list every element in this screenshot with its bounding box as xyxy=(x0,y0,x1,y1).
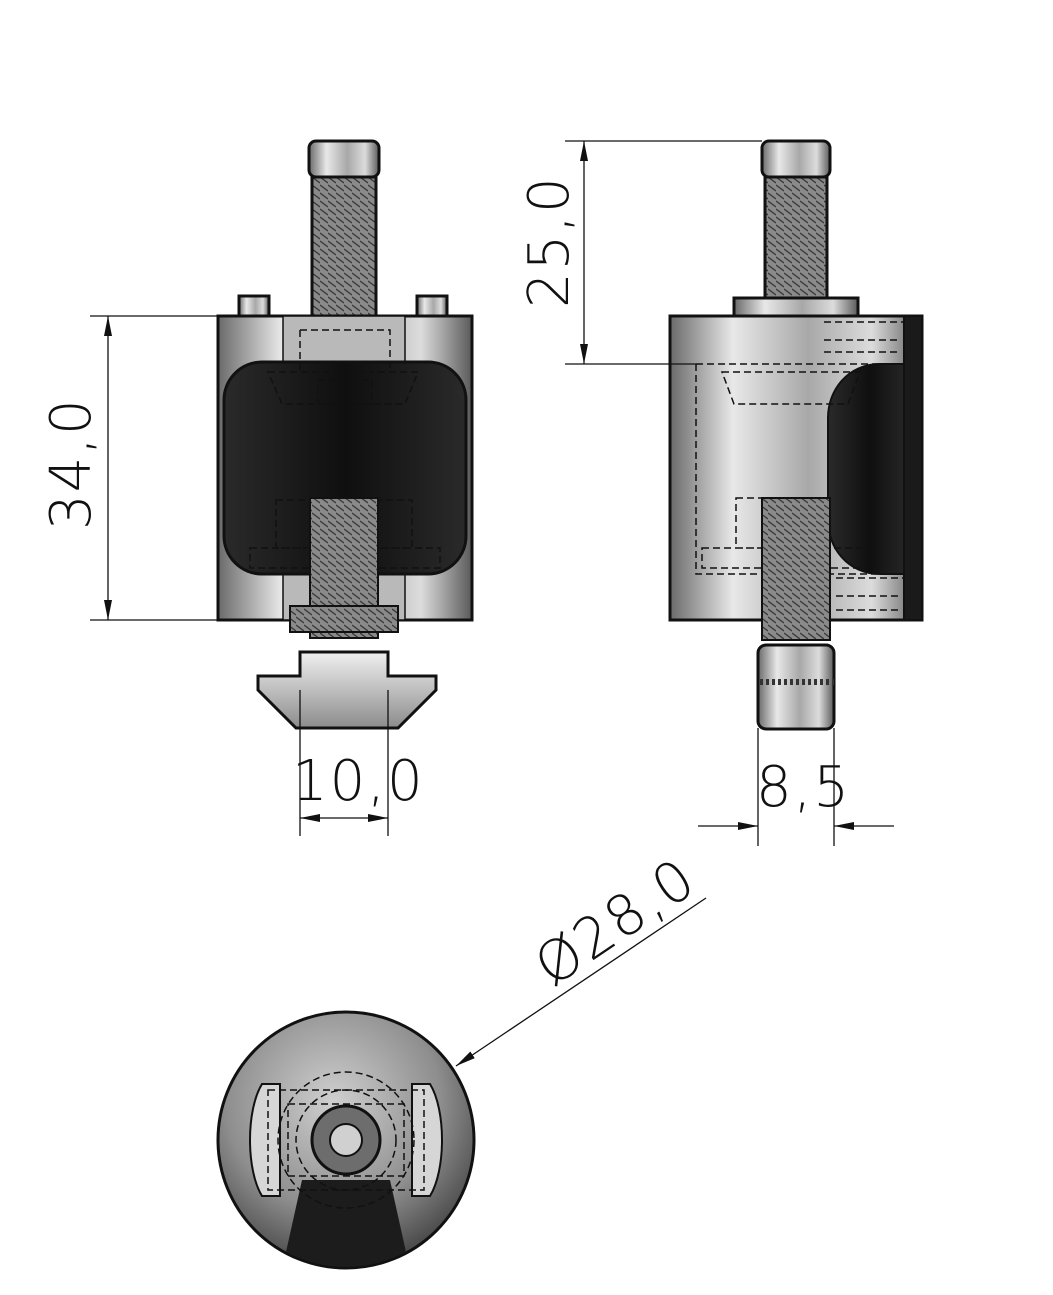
top-hidden-rect xyxy=(267,1089,425,1191)
side-shaft-thread xyxy=(763,175,829,303)
top-hidden-ring xyxy=(277,1071,415,1209)
side-bottom-nut xyxy=(756,643,836,731)
side-right-edge xyxy=(903,315,923,621)
dimension-side-shaft-width: 8,5 xyxy=(698,728,894,846)
side-view xyxy=(668,139,924,731)
side-inner-thread xyxy=(761,497,831,641)
dim-label-25: 25,0 xyxy=(517,175,582,308)
dimension-front-nut-width: 10,0 xyxy=(292,690,425,836)
side-shaft-tip xyxy=(760,139,832,179)
dim-label-diameter: Ø28,0 xyxy=(523,846,708,1000)
dimension-diameter: Ø28,0 xyxy=(455,846,708,1067)
top-left-slot xyxy=(249,1083,281,1197)
top-bolt-hole xyxy=(329,1123,363,1157)
front-t-nut xyxy=(256,650,438,730)
side-rubber xyxy=(827,363,913,575)
front-washer xyxy=(289,605,399,633)
front-view xyxy=(216,139,474,730)
front-hidden-head xyxy=(266,329,420,405)
dim-label-10: 10,0 xyxy=(292,749,425,814)
front-shaft-tip xyxy=(307,139,381,179)
top-right-slot xyxy=(411,1083,443,1197)
top-view xyxy=(216,1010,476,1270)
dimension-side-shaft-length: 25,0 xyxy=(517,140,762,365)
dim-label-34: 34,0 xyxy=(39,397,104,530)
dim-label-8-5: 8,5 xyxy=(756,755,851,820)
dimension-front-height: 34,0 xyxy=(39,315,218,621)
front-shaft-thread xyxy=(310,175,378,319)
